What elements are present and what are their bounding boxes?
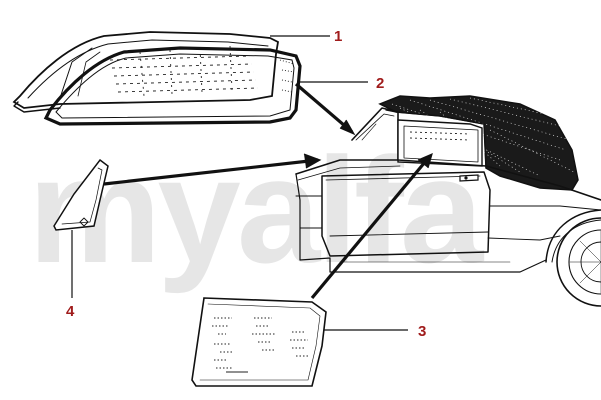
- part-door-window-glass[interactable]: [191, 297, 327, 387]
- callout-leaders: [71, 35, 408, 331]
- assembly-arrows: [103, 82, 433, 300]
- part-rear-window-seal[interactable]: [43, 46, 302, 126]
- car-illustration: [295, 95, 601, 307]
- installed-door-window: [397, 119, 483, 167]
- callout-1: 1: [334, 28, 342, 45]
- callout-4: 4: [66, 303, 75, 320]
- door-panel: [321, 171, 491, 257]
- callout-3: 3: [418, 323, 426, 340]
- part-rear-window[interactable]: [12, 31, 279, 113]
- rear-wheel: [545, 209, 601, 307]
- part-quarter-vent-glass[interactable]: [53, 158, 109, 231]
- callout-2: 2: [376, 75, 384, 92]
